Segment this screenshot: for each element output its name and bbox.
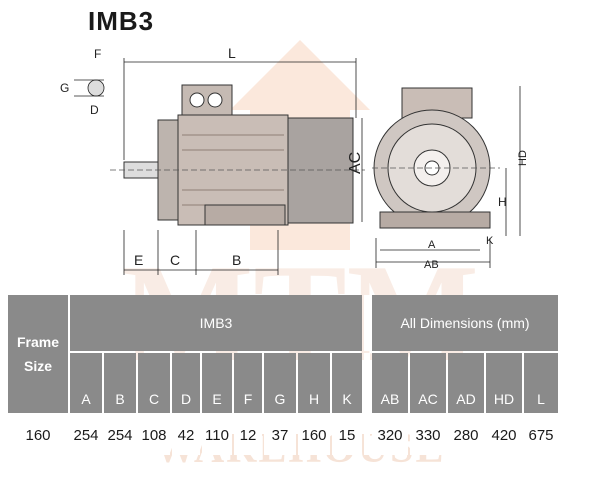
frame-size-header: Frame Size: [8, 295, 68, 413]
dim-label-g: G: [60, 81, 69, 95]
col-header-f: F: [234, 353, 262, 413]
col-header-ac: AC: [410, 353, 446, 413]
cable-gland: [189, 92, 205, 108]
dim-label-hd: HD: [517, 150, 529, 166]
dim-label-d: D: [90, 103, 99, 117]
dim-label-l: L: [228, 45, 236, 61]
col-header-k: K: [332, 353, 362, 413]
value-g: 37: [264, 415, 296, 455]
col-header-h: H: [298, 353, 330, 413]
value-c: 108: [138, 415, 170, 455]
motor-side-view: [123, 84, 354, 226]
dim-label-h: H: [498, 195, 507, 209]
imb3-header: IMB3: [70, 295, 362, 351]
dim-label-k: K: [486, 235, 494, 247]
dimensions-table: Frame Size IMB3 All Dimensions (mm) A B …: [6, 293, 560, 457]
value-a: 254: [70, 415, 102, 455]
value-b: 254: [104, 415, 136, 455]
col-header-a: A: [70, 353, 102, 413]
value-k: 15: [332, 415, 362, 455]
value-f: 12: [234, 415, 262, 455]
value-l: 675: [524, 415, 558, 455]
col-header-c: C: [138, 353, 170, 413]
col-header-b: B: [104, 353, 136, 413]
value-hd: 420: [486, 415, 522, 455]
fan-cover: [287, 117, 354, 224]
dim-label-c: C: [170, 252, 180, 268]
value-ac: 330: [410, 415, 446, 455]
value-h: 160: [298, 415, 330, 455]
frame-size-value: 160: [8, 415, 68, 455]
value-ad: 280: [448, 415, 484, 455]
page-title: IMB3: [88, 6, 155, 36]
table-row: 160 254 254 108 42 110 12 37 160 15 320 …: [8, 415, 558, 455]
dim-label-b: B: [232, 252, 241, 268]
cable-gland-2: [207, 92, 223, 108]
col-header-g: G: [264, 353, 296, 413]
shaft-key-detail: [74, 79, 105, 97]
col-header-d: D: [172, 353, 200, 413]
dim-label-e: E: [134, 252, 143, 268]
motor-feet: [204, 204, 286, 226]
value-e: 110: [202, 415, 232, 455]
dim-label-ac: AC: [347, 152, 364, 174]
dim-label-a: A: [428, 239, 436, 251]
dim-label-ab: AB: [424, 259, 439, 271]
value-ab: 320: [372, 415, 408, 455]
col-header-ab: AB: [372, 353, 408, 413]
col-header-l: L: [524, 353, 558, 413]
value-d: 42: [172, 415, 200, 455]
motor-drawing: L E C B AC F G D HD H A AB K: [60, 45, 529, 275]
col-header-hd: HD: [486, 353, 522, 413]
all-dimensions-header: All Dimensions (mm): [372, 295, 558, 351]
col-header-e: E: [202, 353, 232, 413]
dim-label-f: F: [94, 47, 101, 61]
end-feet: [379, 211, 491, 229]
col-header-ad: AD: [448, 353, 484, 413]
motor-end-view: [373, 87, 491, 229]
